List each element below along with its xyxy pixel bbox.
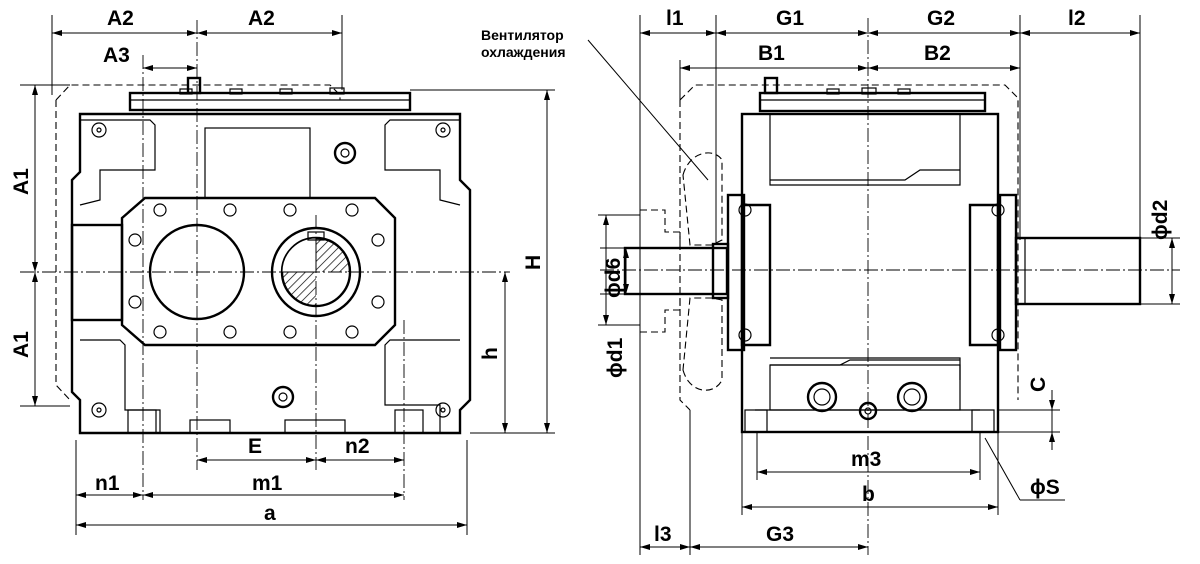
front-fan-cover-outline-left bbox=[55, 100, 71, 401]
front-top-cover bbox=[128, 91, 412, 112]
dim-S: ϕS bbox=[1030, 476, 1060, 499]
dim-B1: B1 bbox=[758, 42, 785, 65]
dim-A3: A3 bbox=[103, 44, 130, 67]
cover-bolts bbox=[128, 203, 385, 339]
output-shaft bbox=[1014, 236, 1142, 306]
side-fan-cover-outline bbox=[679, 84, 1019, 400]
dim-E: E bbox=[248, 435, 262, 458]
side-dimensions bbox=[587, 15, 1180, 555]
dim-l2: l2 bbox=[1068, 7, 1086, 30]
drain-plug bbox=[271, 385, 295, 409]
front-dimensions bbox=[20, 15, 555, 535]
dim-n2: n2 bbox=[345, 435, 370, 458]
dim-m1: m1 bbox=[252, 472, 283, 495]
fill-plug bbox=[333, 141, 357, 165]
front-view bbox=[20, 20, 510, 500]
dim-d2: ϕd2 bbox=[1149, 200, 1172, 240]
dim-m3: m3 bbox=[851, 448, 881, 471]
breather-plug bbox=[186, 76, 202, 95]
dim-B2: B2 bbox=[924, 42, 951, 65]
side-view bbox=[600, 18, 1180, 555]
dim-A1-bottom: A1 bbox=[10, 331, 33, 358]
dim-d6: ϕd6 bbox=[602, 258, 625, 298]
dim-H: H bbox=[522, 255, 545, 270]
dim-G3: G3 bbox=[766, 523, 794, 546]
dim-A1-top: A1 bbox=[10, 168, 33, 195]
dim-G1: G1 bbox=[776, 7, 804, 30]
front-housing bbox=[70, 112, 472, 435]
inspection-cover bbox=[120, 196, 397, 347]
dim-a: a bbox=[264, 502, 276, 525]
front-fan-cover-outline bbox=[55, 84, 341, 101]
dim-l3: l3 bbox=[654, 523, 672, 546]
dim-C: C bbox=[1027, 377, 1050, 392]
dim-h: h bbox=[479, 347, 502, 360]
fan-label-line1: Вентилятор bbox=[481, 27, 564, 43]
dim-G2: G2 bbox=[927, 7, 955, 30]
fan-label-line2: охлаждения bbox=[481, 44, 566, 60]
dim-d1: ϕd1 bbox=[604, 337, 627, 378]
dim-A2-right: A2 bbox=[248, 7, 275, 30]
cooling-fan bbox=[682, 152, 723, 246]
dim-l1: l1 bbox=[666, 7, 684, 30]
dim-b: b bbox=[862, 483, 875, 506]
dim-A2-left: A2 bbox=[107, 7, 134, 30]
dim-n1: n1 bbox=[95, 472, 120, 495]
